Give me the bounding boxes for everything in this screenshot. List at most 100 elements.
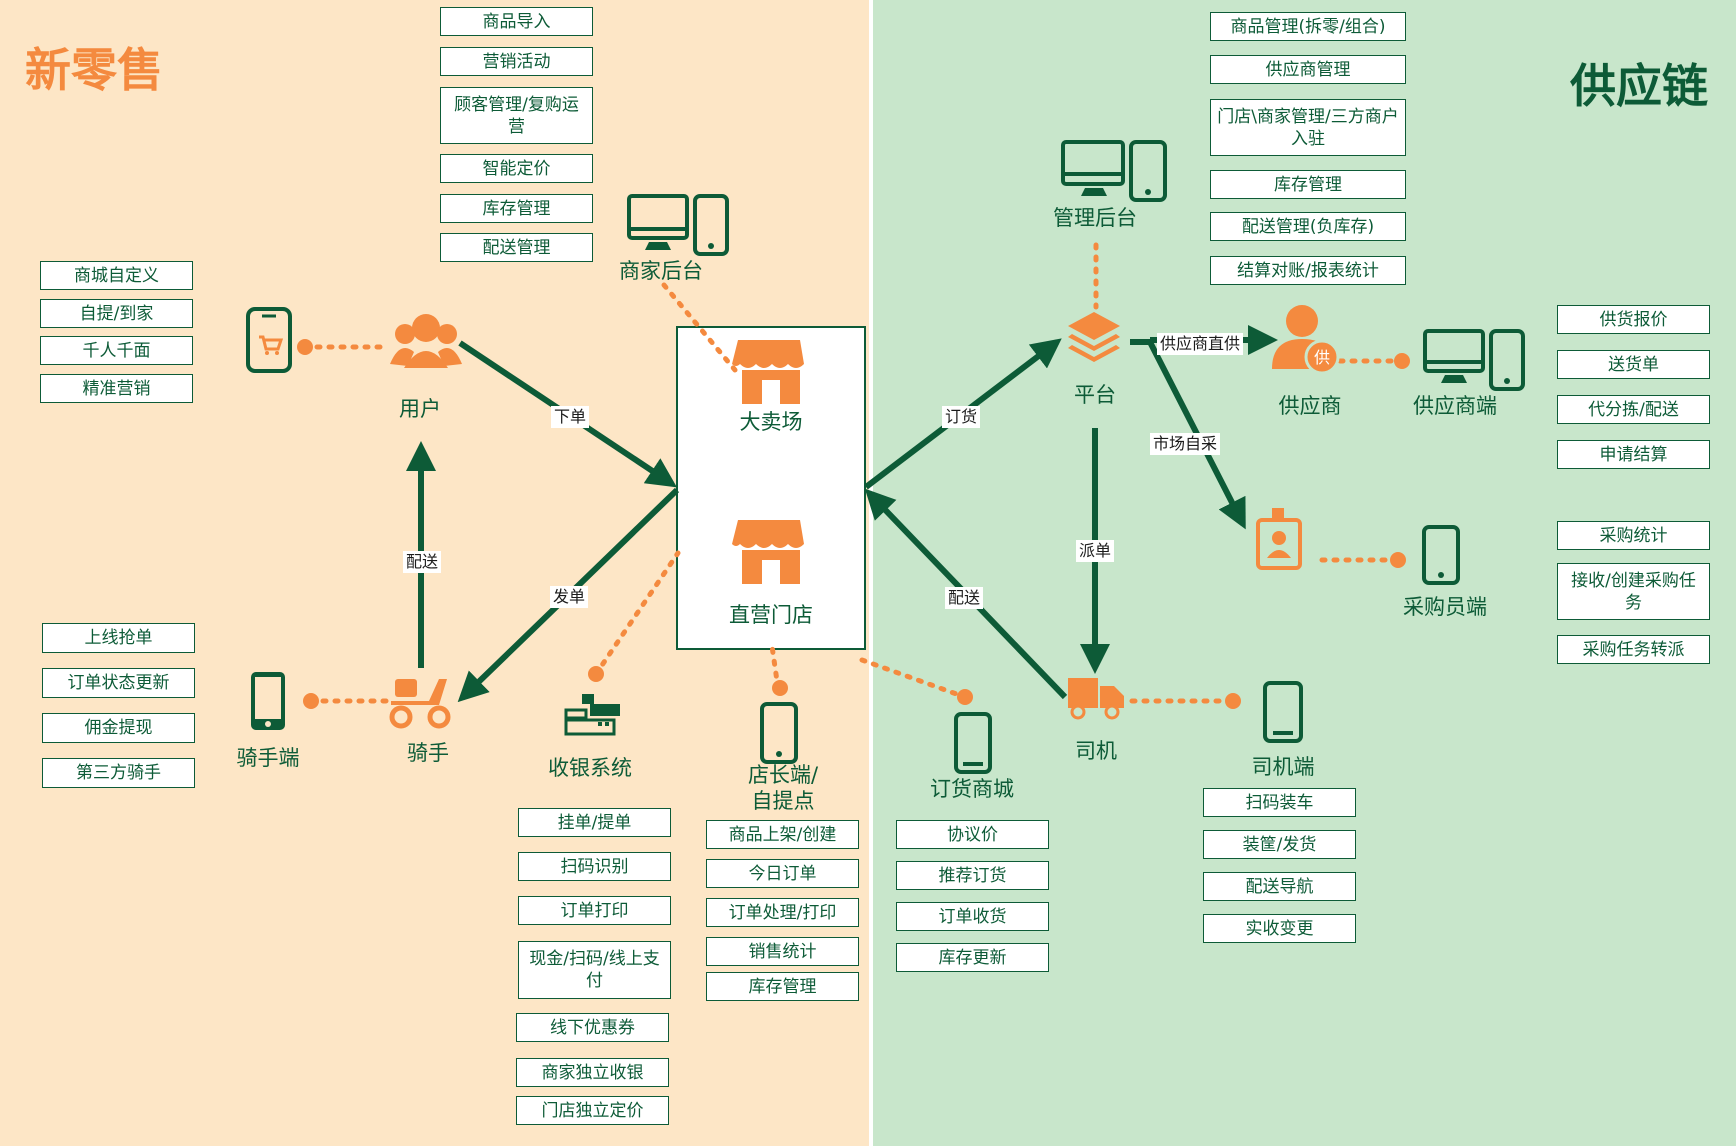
node-supplier: 供应商 <box>1278 394 1342 418</box>
feature-manager: 商品上架/创建 <box>706 820 859 849</box>
feature-manager: 订单处理/打印 <box>706 898 859 927</box>
dotted-ordermall-store <box>859 657 965 699</box>
node-cashier: 收银系统 <box>548 756 632 780</box>
dot <box>1225 693 1241 709</box>
feature-merchant: 商品导入 <box>440 7 593 36</box>
feature-order-mall: 推荐订货 <box>896 861 1049 890</box>
feature-admin: 供应商管理 <box>1210 55 1406 84</box>
dot <box>297 339 313 355</box>
node-driver-app: 司机端 <box>1251 755 1315 779</box>
edge-label-deliver-user: 配送 <box>403 551 442 573</box>
feature-rider: 上线抢单 <box>42 623 195 653</box>
feature-rider: 佣金提现 <box>42 713 195 743</box>
feature-rider: 第三方骑手 <box>42 758 195 788</box>
node-direct-store: 直营门店 <box>729 603 813 627</box>
feature-mall: 精准营销 <box>40 374 193 403</box>
feature-manager: 今日订单 <box>706 859 859 888</box>
edge-label-place-order: 下单 <box>551 406 590 428</box>
feature-admin: 库存管理 <box>1210 170 1406 199</box>
feature-buyer: 采购任务转派 <box>1557 635 1710 664</box>
feature-order-mall: 库存更新 <box>896 943 1049 972</box>
edge-label-dispatch: 发单 <box>550 586 589 608</box>
dot <box>772 680 788 696</box>
feature-merchant: 顾客管理/复购运营 <box>440 87 593 144</box>
layers-icon <box>1068 312 1120 362</box>
feature-cashier: 订单打印 <box>518 896 671 925</box>
feature-supplier: 代分拣/配送 <box>1557 395 1710 424</box>
dotted-manager-store <box>769 643 781 691</box>
feature-driver: 装筐/发货 <box>1203 830 1356 859</box>
store-icon <box>732 340 804 404</box>
node-hypermarket: 大卖场 <box>739 410 803 434</box>
feature-merchant: 营销活动 <box>440 47 593 76</box>
feature-merchant: 配送管理 <box>440 233 593 262</box>
scooter-icon <box>389 679 451 729</box>
node-user: 用户 <box>399 397 441 421</box>
feature-manager: 销售统计 <box>706 937 859 966</box>
edge-label-market-purchase: 市场自采 <box>1150 433 1221 455</box>
node-order-mall: 订货商城 <box>930 777 1014 801</box>
users-icon <box>390 314 462 368</box>
feature-supplier: 申请结算 <box>1557 440 1710 469</box>
feature-driver: 配送导航 <box>1203 872 1356 901</box>
feature-manager: 库存管理 <box>706 972 859 1001</box>
feature-admin: 结算对账/报表统计 <box>1210 256 1406 285</box>
feature-supplier: 供货报价 <box>1557 305 1710 334</box>
dot <box>1390 552 1406 568</box>
feature-driver: 实收变更 <box>1203 914 1356 943</box>
node-rider-app: 骑手端 <box>236 746 300 770</box>
dot <box>588 666 604 682</box>
feature-driver: 扫码装车 <box>1203 788 1356 817</box>
edge-label-supplier-direct: 供应商直供 <box>1157 333 1244 355</box>
feature-order-mall: 订单收货 <box>896 902 1049 931</box>
feature-buyer: 接收/创建采购任务 <box>1557 563 1710 620</box>
feature-cashier: 扫码识别 <box>518 852 671 881</box>
mobile-icon <box>1263 681 1303 743</box>
edge-label-assign: 派单 <box>1076 540 1115 562</box>
desktop-mobile-icon <box>627 194 729 256</box>
feature-cashier: 现金/扫码/线上支付 <box>518 941 671 999</box>
node-supplier-app: 供应商端 <box>1413 394 1497 418</box>
cash-register-icon <box>564 694 620 736</box>
edge-label-deliver-store: 配送 <box>945 587 984 609</box>
node-platform: 平台 <box>1074 383 1116 407</box>
feature-admin: 门店\商家管理/三方商户入驻 <box>1210 99 1406 156</box>
dot <box>1394 353 1410 369</box>
node-rider: 骑手 <box>407 741 449 765</box>
dot <box>957 689 973 705</box>
mobile-icon <box>251 672 285 730</box>
feature-supplier: 送货单 <box>1557 350 1710 379</box>
supply-chain-title: 供应链 <box>1570 59 1708 113</box>
node-buyer-app: 采购员端 <box>1403 595 1487 619</box>
feature-merchant: 智能定价 <box>440 154 593 183</box>
feature-order-mall: 协议价 <box>896 820 1049 849</box>
feature-cashier: 门店独立定价 <box>516 1096 669 1125</box>
new-retail-title: 新零售 <box>25 43 163 97</box>
store-icon <box>732 520 804 584</box>
svg-text:供: 供 <box>1314 348 1330 367</box>
mobile-icon <box>760 702 798 764</box>
supplier-badge-icon: 供 <box>1272 305 1340 375</box>
feature-buyer: 采购统计 <box>1557 521 1710 550</box>
feature-mall: 商城自定义 <box>40 261 193 290</box>
node-admin-backend: 管理后台 <box>1053 206 1137 230</box>
feature-admin: 商品管理(拆零/组合) <box>1210 12 1406 41</box>
dotted-cashier-store <box>593 550 681 677</box>
desktop-mobile-icon <box>1423 329 1525 391</box>
feature-merchant: 库存管理 <box>440 194 593 223</box>
desktop-mobile-icon <box>1061 140 1167 202</box>
dot <box>303 693 319 709</box>
node-merchant-backend: 商家后台 <box>619 259 703 283</box>
feature-cashier: 线下优惠券 <box>516 1013 669 1042</box>
feature-admin: 配送管理(负库存) <box>1210 212 1406 241</box>
mobile-icon <box>954 712 992 774</box>
edge-label-order-goods: 订货 <box>942 406 981 428</box>
shopping-cart-phone-icon <box>246 307 292 373</box>
node-driver: 司机 <box>1075 739 1117 763</box>
feature-rider: 订单状态更新 <box>42 668 195 698</box>
truck-icon <box>1068 678 1124 720</box>
node-manager-app: 店长端/ 自提点 <box>747 763 819 813</box>
feature-mall: 千人千面 <box>40 336 193 365</box>
feature-mall: 自提/到家 <box>40 299 193 328</box>
